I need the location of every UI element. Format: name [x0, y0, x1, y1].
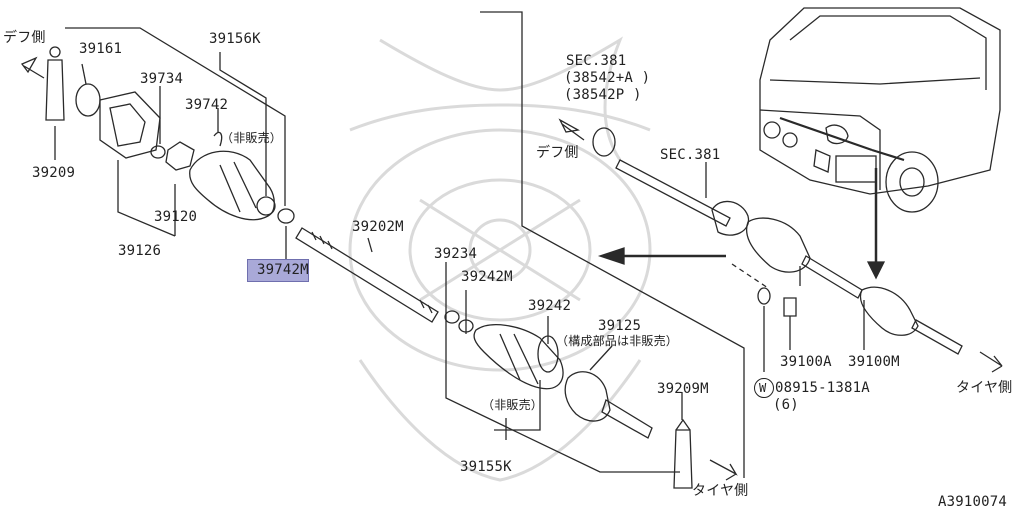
leader-39202m — [367, 237, 373, 253]
arrow-tire-side-bottom — [709, 459, 738, 481]
leader-39156k — [65, 27, 286, 206]
part-39742-clip — [213, 131, 223, 147]
arrow-diff-side-right — [558, 118, 585, 141]
part-08915-washer — [757, 287, 771, 305]
label-part-39742m[interactable]: 39742M — [257, 262, 309, 278]
part-39742m-band — [277, 208, 295, 224]
part-38542-seal — [592, 127, 616, 157]
part-39209-tip — [49, 46, 61, 58]
label-part-39209[interactable]: 39209 — [32, 165, 76, 181]
part-39202m-shaft — [295, 227, 439, 323]
leader-39155k — [445, 262, 680, 473]
truck-sketch — [759, 7, 1001, 213]
washer-symbol-circle — [754, 378, 774, 398]
part-39125-joint — [564, 371, 611, 422]
label-sec381-sub1: (38542+A ) — [564, 70, 651, 86]
leader-39126-39120 — [117, 160, 176, 237]
label-qty-6: (6) — [773, 397, 799, 413]
part-39100m-boot — [859, 286, 919, 336]
direction-arrow-left-head — [597, 247, 625, 265]
part-39209m-tip — [675, 418, 691, 431]
label-part-39234[interactable]: 39234 — [434, 246, 478, 262]
frame-divider — [480, 11, 745, 478]
leader-39125 — [589, 345, 613, 371]
label-washer-mark: W — [759, 381, 767, 395]
label-tire-side-right: タイヤ側 — [956, 380, 1013, 396]
label-component-note: （構成部品は非販売） — [556, 334, 679, 348]
leader-39156k-b — [219, 52, 267, 196]
part-39100a-bolt — [783, 297, 797, 317]
direction-arrow-down-head — [866, 261, 886, 280]
label-sec381-mid[interactable]: SEC.381 — [660, 147, 721, 163]
part-39125-stub — [601, 399, 653, 439]
arrow-diff-side-left — [20, 56, 45, 79]
part-39161-ring — [75, 83, 101, 117]
part-39156k-boot — [189, 150, 275, 221]
label-part-39120[interactable]: 39120 — [154, 209, 198, 225]
label-part-39742[interactable]: 39742 — [185, 97, 229, 113]
part-39234-ring — [444, 310, 460, 324]
watermark-emblem — [348, 36, 652, 482]
highlight-39742m[interactable] — [247, 259, 309, 282]
part-39126-inner — [109, 103, 146, 147]
label-tire-side-bottom: タイヤ側 — [692, 483, 749, 499]
label-part-39100a[interactable]: 39100A — [780, 354, 832, 370]
part-39734-ring — [150, 145, 166, 159]
label-part-39155k[interactable]: 39155K — [460, 459, 512, 475]
label-sec381-sub2: (38542P ) — [564, 87, 642, 103]
label-part-39734[interactable]: 39734 — [140, 71, 184, 87]
part-39209m-pin — [673, 429, 693, 489]
label-part-08915[interactable]: 08915-1381A — [775, 380, 870, 396]
part-sec381-flange — [711, 200, 750, 236]
label-part-39156k[interactable]: 39156K — [209, 31, 261, 47]
dashed-guide — [731, 263, 769, 289]
label-part-39209m[interactable]: 39209M — [657, 381, 709, 397]
part-sec381-shaft — [615, 159, 731, 227]
part-39120-tripod — [165, 141, 195, 171]
label-part-39242m[interactable]: 39242M — [461, 269, 513, 285]
part-39209-pin — [45, 59, 65, 121]
leader-not-sold-2 — [494, 380, 541, 440]
part-39126-housing — [99, 91, 161, 159]
part-39100m-shaft — [801, 255, 863, 299]
label-diagram-code: A3910074 — [938, 494, 1008, 510]
label-part-39100m[interactable]: 39100M — [848, 354, 900, 370]
label-diff-side-left: デフ側 — [3, 30, 46, 46]
part-39156k-neck — [256, 196, 276, 216]
label-part-39161[interactable]: 39161 — [79, 41, 123, 57]
label-part-39126[interactable]: 39126 — [118, 243, 162, 259]
label-part-39202m[interactable]: 39202M — [352, 219, 404, 235]
part-39155k-boot — [473, 324, 564, 390]
part-39155k-ribs — [499, 333, 539, 385]
arrow-tire-side-right — [979, 351, 1003, 373]
leader-39161 — [81, 63, 87, 85]
part-39202m-splines — [311, 231, 433, 314]
label-diff-side-right: デフ側 — [536, 145, 579, 161]
label-part-39125[interactable]: 39125 — [598, 318, 642, 334]
label-not-sold-1: （非販売） — [221, 131, 283, 145]
part-39100m-inner-joint — [745, 217, 811, 273]
part-39100m-stub — [911, 319, 963, 355]
label-sec381-top[interactable]: SEC.381 — [566, 53, 627, 69]
label-part-39242[interactable]: 39242 — [528, 298, 572, 314]
leader-39100m — [799, 266, 865, 350]
label-not-sold-2: （非販売） — [482, 398, 544, 412]
part-39156k-ribs — [219, 161, 257, 213]
